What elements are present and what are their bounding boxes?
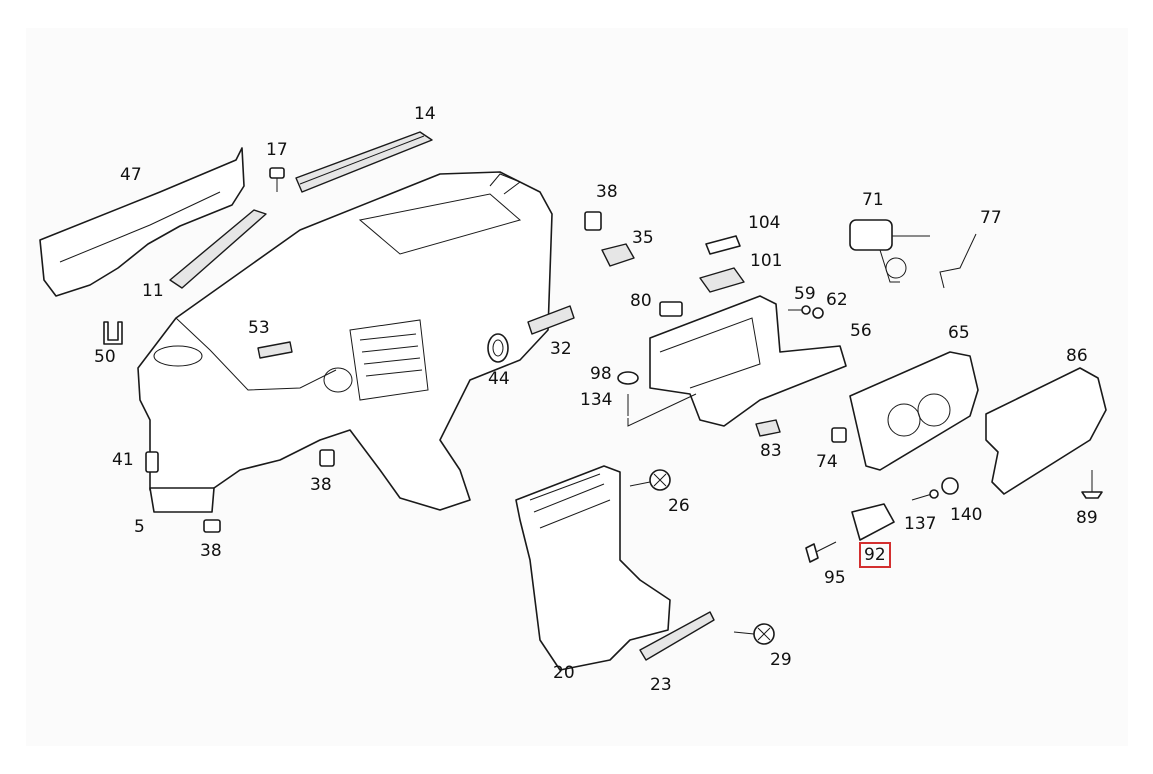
callout-80: 80 <box>630 291 652 311</box>
callout-14: 14 <box>414 104 436 124</box>
part-101-switch <box>699 267 745 293</box>
part-71-lock <box>849 219 930 283</box>
part-80-clip <box>659 301 683 317</box>
part-14-trim-strip <box>295 131 433 193</box>
callout-98: 98 <box>590 364 612 384</box>
part-86-glovebox-lid <box>985 367 1107 495</box>
callout-38-mid: 38 <box>310 475 332 495</box>
part-92-handle <box>851 503 895 541</box>
callout-17: 17 <box>266 140 288 160</box>
callout-44: 44 <box>488 369 510 389</box>
callout-38-top: 38 <box>596 182 618 202</box>
part-65-glovebox-inner <box>849 351 979 471</box>
part-77-rod <box>939 233 977 289</box>
part-95-bolt <box>805 541 837 563</box>
callout-50: 50 <box>94 347 116 367</box>
callout-11: 11 <box>142 281 164 301</box>
callout-32: 32 <box>550 339 572 359</box>
callout-95: 95 <box>824 568 846 588</box>
part-32-bracket <box>527 305 575 335</box>
callout-83: 83 <box>760 441 782 461</box>
callout-86: 86 <box>1066 346 1088 366</box>
part-62-nut <box>812 307 824 319</box>
callout-89: 89 <box>1076 508 1098 528</box>
callout-77: 77 <box>980 208 1002 228</box>
part-11-defrost-strip <box>169 209 267 289</box>
callout-5: 5 <box>134 517 145 537</box>
part-5-side-panel <box>149 487 215 513</box>
callout-47: 47 <box>120 165 142 185</box>
part-89-bolt <box>1081 470 1103 499</box>
callout-101: 101 <box>750 251 783 271</box>
callout-137: 137 <box>904 514 937 534</box>
part-47-cover-panel <box>39 147 245 297</box>
part-83-clip <box>755 419 781 437</box>
callout-20: 20 <box>553 663 575 683</box>
part-137-screw <box>911 489 939 501</box>
part-59-screw <box>788 305 811 315</box>
part-53-vent <box>257 341 293 359</box>
part-98-cap <box>617 371 639 385</box>
callout-56: 56 <box>850 321 872 341</box>
callout-53: 53 <box>248 318 270 338</box>
callout-62: 62 <box>826 290 848 310</box>
part-134-screw <box>627 393 697 427</box>
callout-92-highlighted: 92 <box>859 542 891 568</box>
part-38-top-clip <box>584 211 602 231</box>
callout-104: 104 <box>748 213 781 233</box>
part-56-glovebox-frame <box>649 295 847 427</box>
part-44-grommet <box>487 333 509 363</box>
callout-65: 65 <box>948 323 970 343</box>
part-26-screw <box>629 469 671 491</box>
callout-134: 134 <box>580 390 613 410</box>
callout-23: 23 <box>650 675 672 695</box>
callout-140: 140 <box>950 505 983 525</box>
part-dashboard-body <box>137 171 553 511</box>
callout-71: 71 <box>862 190 884 210</box>
callout-29: 29 <box>770 650 792 670</box>
part-35-bracket <box>601 243 635 267</box>
part-74-clip <box>831 427 847 443</box>
part-29-screw <box>733 623 775 645</box>
part-50-clip <box>103 321 123 345</box>
callout-35: 35 <box>632 228 654 248</box>
part-23-bar <box>639 611 715 661</box>
part-17-clip <box>269 167 285 192</box>
callout-38-bottom: 38 <box>200 541 222 561</box>
callout-41: 41 <box>112 450 134 470</box>
part-20-center-support <box>515 465 671 671</box>
callout-74: 74 <box>816 452 838 472</box>
callout-59: 59 <box>794 284 816 304</box>
callout-26: 26 <box>668 496 690 516</box>
part-38-bottom-clip <box>203 519 221 533</box>
part-140-cap <box>941 477 959 495</box>
part-104-bulb <box>705 235 741 255</box>
part-41-clip <box>145 451 159 473</box>
part-38-mid-clip <box>319 449 335 467</box>
